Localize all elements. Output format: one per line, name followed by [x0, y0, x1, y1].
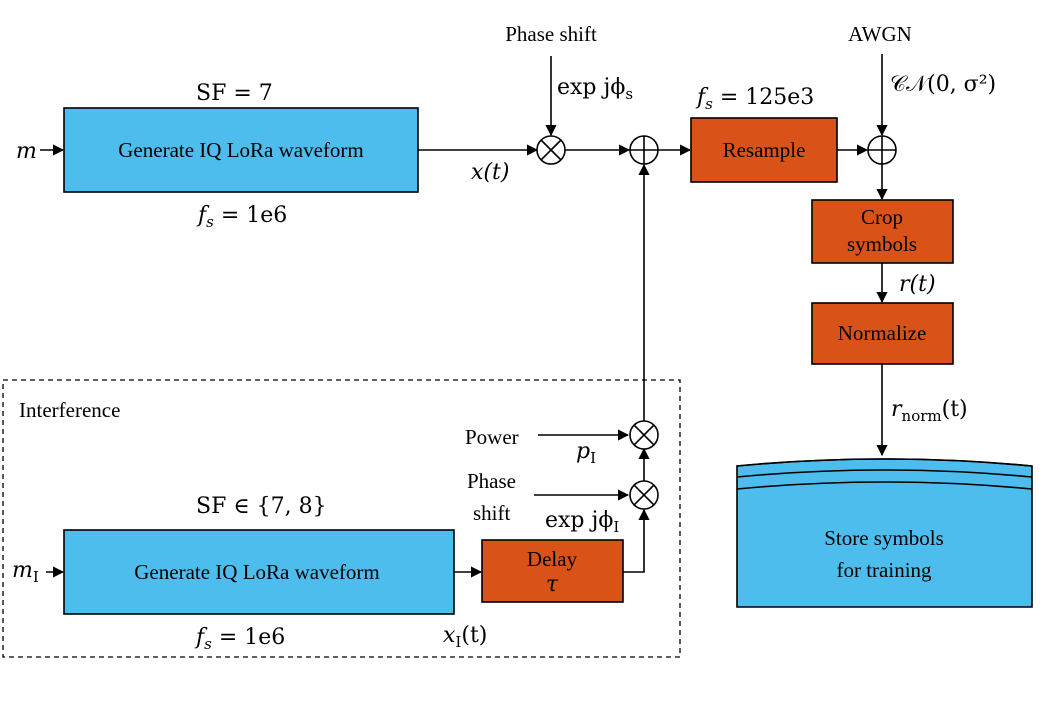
interference-title: Interference	[19, 398, 120, 422]
awgn-title: AWGN	[848, 22, 912, 46]
training-storage	[736, 458, 1033, 608]
interference-phase-title-line2: shift	[473, 501, 511, 525]
interference-output-label: xI(t)	[443, 623, 487, 651]
input-m-label: m	[16, 139, 37, 164]
top-output-x-label: x(t)	[471, 160, 509, 185]
interference-sum-adder	[629, 135, 659, 165]
storage-label-line1: Store symbols	[824, 526, 944, 550]
top-generator-block	[63, 107, 419, 193]
interference-power-multiplier	[629, 420, 659, 450]
interference-generator-block	[63, 529, 455, 615]
top-sf-label: SF = 7	[196, 81, 273, 106]
delay-to-phase-mult-arrow	[623, 508, 650, 573]
normalize-block	[811, 302, 954, 365]
crop-output-label: r(t)	[899, 272, 936, 297]
normalize-output-label: rnorm(t)	[891, 397, 968, 425]
crop-label-line2: symbols	[847, 232, 917, 256]
crop-symbols-block	[811, 199, 954, 264]
interference-sf-label: SF ∈ {7, 8}	[196, 494, 327, 519]
crop-label-line1: Crop	[861, 205, 903, 229]
delay-label: Delay	[527, 547, 578, 571]
delay-tau-symbol: τ	[546, 572, 559, 597]
awgn-distribution: 𝒞𝒩(0, σ²)	[890, 72, 996, 97]
interference-phase-multiplier	[629, 480, 659, 510]
interference-power-label: pI	[576, 439, 596, 467]
interference-generator-label: Generate IQ LoRa waveform	[134, 560, 379, 584]
delay-block	[481, 539, 624, 603]
interference-power-title: Power	[465, 425, 519, 449]
interference-phase-title-line1: Phase	[467, 469, 516, 493]
resample-label: Resample	[723, 138, 806, 162]
interference-phase-expr: exp jϕI	[545, 508, 619, 536]
normalize-label: Normalize	[838, 321, 927, 345]
top-generator-label: Generate IQ LoRa waveform	[118, 138, 363, 162]
interference-input-label: mI	[12, 558, 39, 586]
interference-fs-label: fs = 1e6	[194, 625, 285, 653]
top-phase-shift-title: Phase shift	[505, 22, 597, 46]
top-fs-label: fs = 1e6	[196, 203, 287, 231]
resample-fs-label: fs = 125e3	[695, 85, 814, 113]
noise-adder	[867, 135, 897, 165]
top-phase-multiplier	[536, 135, 566, 165]
top-phase-expr: exp jϕs	[557, 75, 633, 103]
storage-label-line2: for training	[836, 558, 932, 582]
